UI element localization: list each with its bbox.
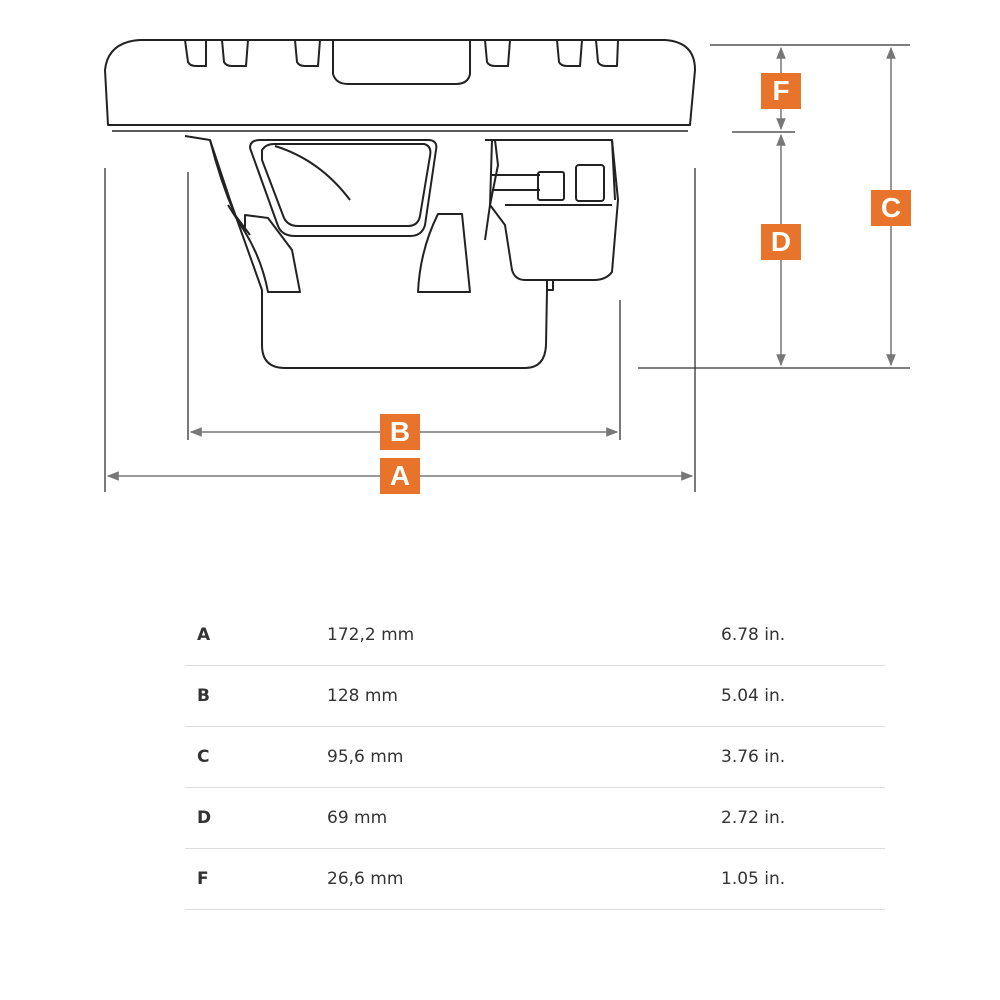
dimension-inch: 6.78 in.	[721, 605, 885, 666]
dimension-label-c: C	[871, 190, 911, 226]
dimension-key: F	[185, 848, 327, 910]
dimension-key: D	[185, 787, 327, 849]
table-row: C 95,6 mm 3.76 in.	[185, 726, 885, 788]
dimension-label-a: A	[380, 458, 420, 494]
dimension-inch: 2.72 in.	[721, 787, 885, 849]
table-row: B 128 mm 5.04 in.	[185, 665, 885, 727]
dimensions-table: A 172,2 mm 6.78 in. B 128 mm 5.04 in. C …	[185, 605, 885, 910]
speaker-grille	[104, 39, 696, 132]
speaker-side-view	[104, 39, 910, 492]
dimension-mm: 128 mm	[327, 665, 721, 727]
dimension-label-b: B	[380, 414, 420, 450]
speaker-basket	[184, 135, 619, 369]
dimension-inch: 5.04 in.	[721, 665, 885, 727]
dimension-key: A	[185, 605, 327, 666]
table-row: F 26,6 mm 1.05 in.	[185, 848, 885, 910]
dimension-key: B	[185, 665, 327, 727]
dimension-mm: 95,6 mm	[327, 726, 721, 788]
dimension-label-d: D	[761, 224, 801, 260]
dimension-inch: 3.76 in.	[721, 726, 885, 788]
dimension-mm: 172,2 mm	[327, 605, 721, 666]
dimension-mm: 69 mm	[327, 787, 721, 849]
table-row: A 172,2 mm 6.78 in.	[185, 605, 885, 666]
dimension-mm: 26,6 mm	[327, 848, 721, 910]
dimension-label-f: F	[761, 73, 801, 109]
extension-lines	[104, 44, 910, 492]
dimension-key: C	[185, 726, 327, 788]
table-row: D 69 mm 2.72 in.	[185, 787, 885, 849]
speaker-dimension-diagram: A B C D F	[104, 39, 911, 494]
dimension-lines	[106, 46, 896, 481]
dimension-inch: 1.05 in.	[721, 848, 885, 910]
